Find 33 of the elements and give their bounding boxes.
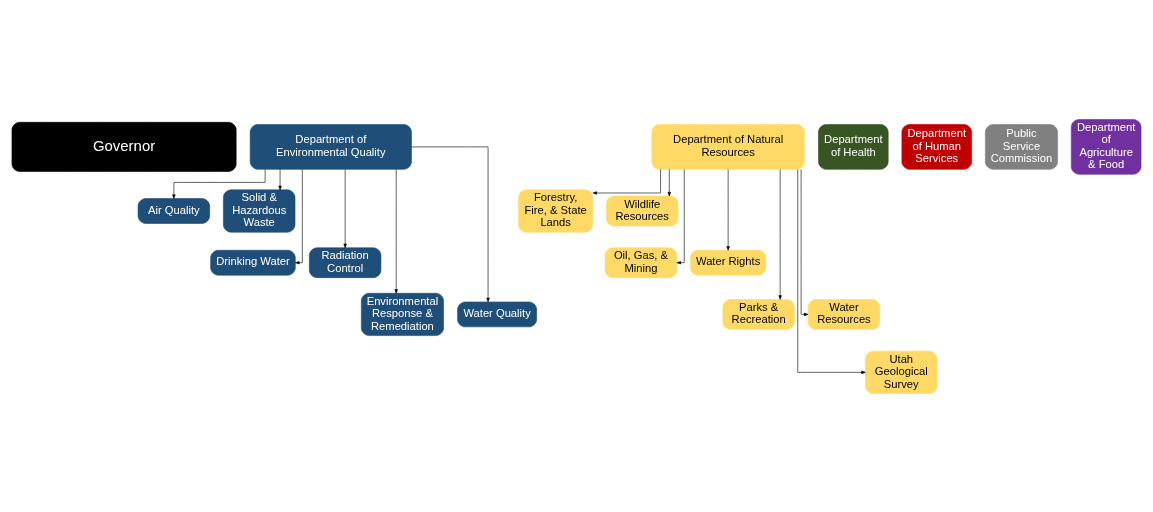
node-box: Department of Natural Resources	[651, 123, 805, 170]
node-box: Forestry, Fire, & State Lands	[518, 189, 593, 232]
node-box: Department of Environmental Quality	[249, 123, 412, 170]
arrow	[726, 168, 730, 250]
arrow	[172, 168, 266, 199]
arrow	[411, 146, 490, 302]
arrow	[394, 168, 398, 294]
node-box: Drinking Water	[210, 249, 296, 275]
node-box: Water Resources	[807, 298, 881, 330]
node-box: Public Service Commission	[985, 123, 1058, 170]
node-box: Department of Agriculture & Food	[1071, 118, 1142, 175]
node-box: Solid & Hazardous Waste	[223, 189, 296, 232]
arrow	[667, 168, 671, 196]
node-box: Department of Human Services	[901, 123, 972, 170]
node-box: Parks & Recreation	[722, 298, 795, 330]
arrow	[343, 168, 347, 248]
arrow	[778, 168, 782, 300]
node-box: Air Quality	[137, 197, 210, 224]
node-box: Environmental Response & Remediation	[361, 292, 444, 336]
arrow	[295, 168, 303, 264]
node-box: Water Quality	[457, 301, 537, 327]
node-box: Oil, Gas, & Mining	[604, 246, 678, 278]
arrow	[797, 168, 866, 374]
node-box: Utah Geological Survey	[865, 350, 938, 394]
arrow	[676, 168, 685, 264]
node-box: Radiation Control	[309, 246, 382, 278]
node-box: Department of Health	[818, 123, 889, 170]
arrow	[592, 168, 661, 195]
node-box: Water Rights	[690, 249, 767, 275]
node-box: Governor	[11, 121, 237, 172]
node-box: Wildlife Resources	[606, 195, 679, 226]
arrow	[800, 168, 809, 316]
arrow	[278, 168, 282, 190]
